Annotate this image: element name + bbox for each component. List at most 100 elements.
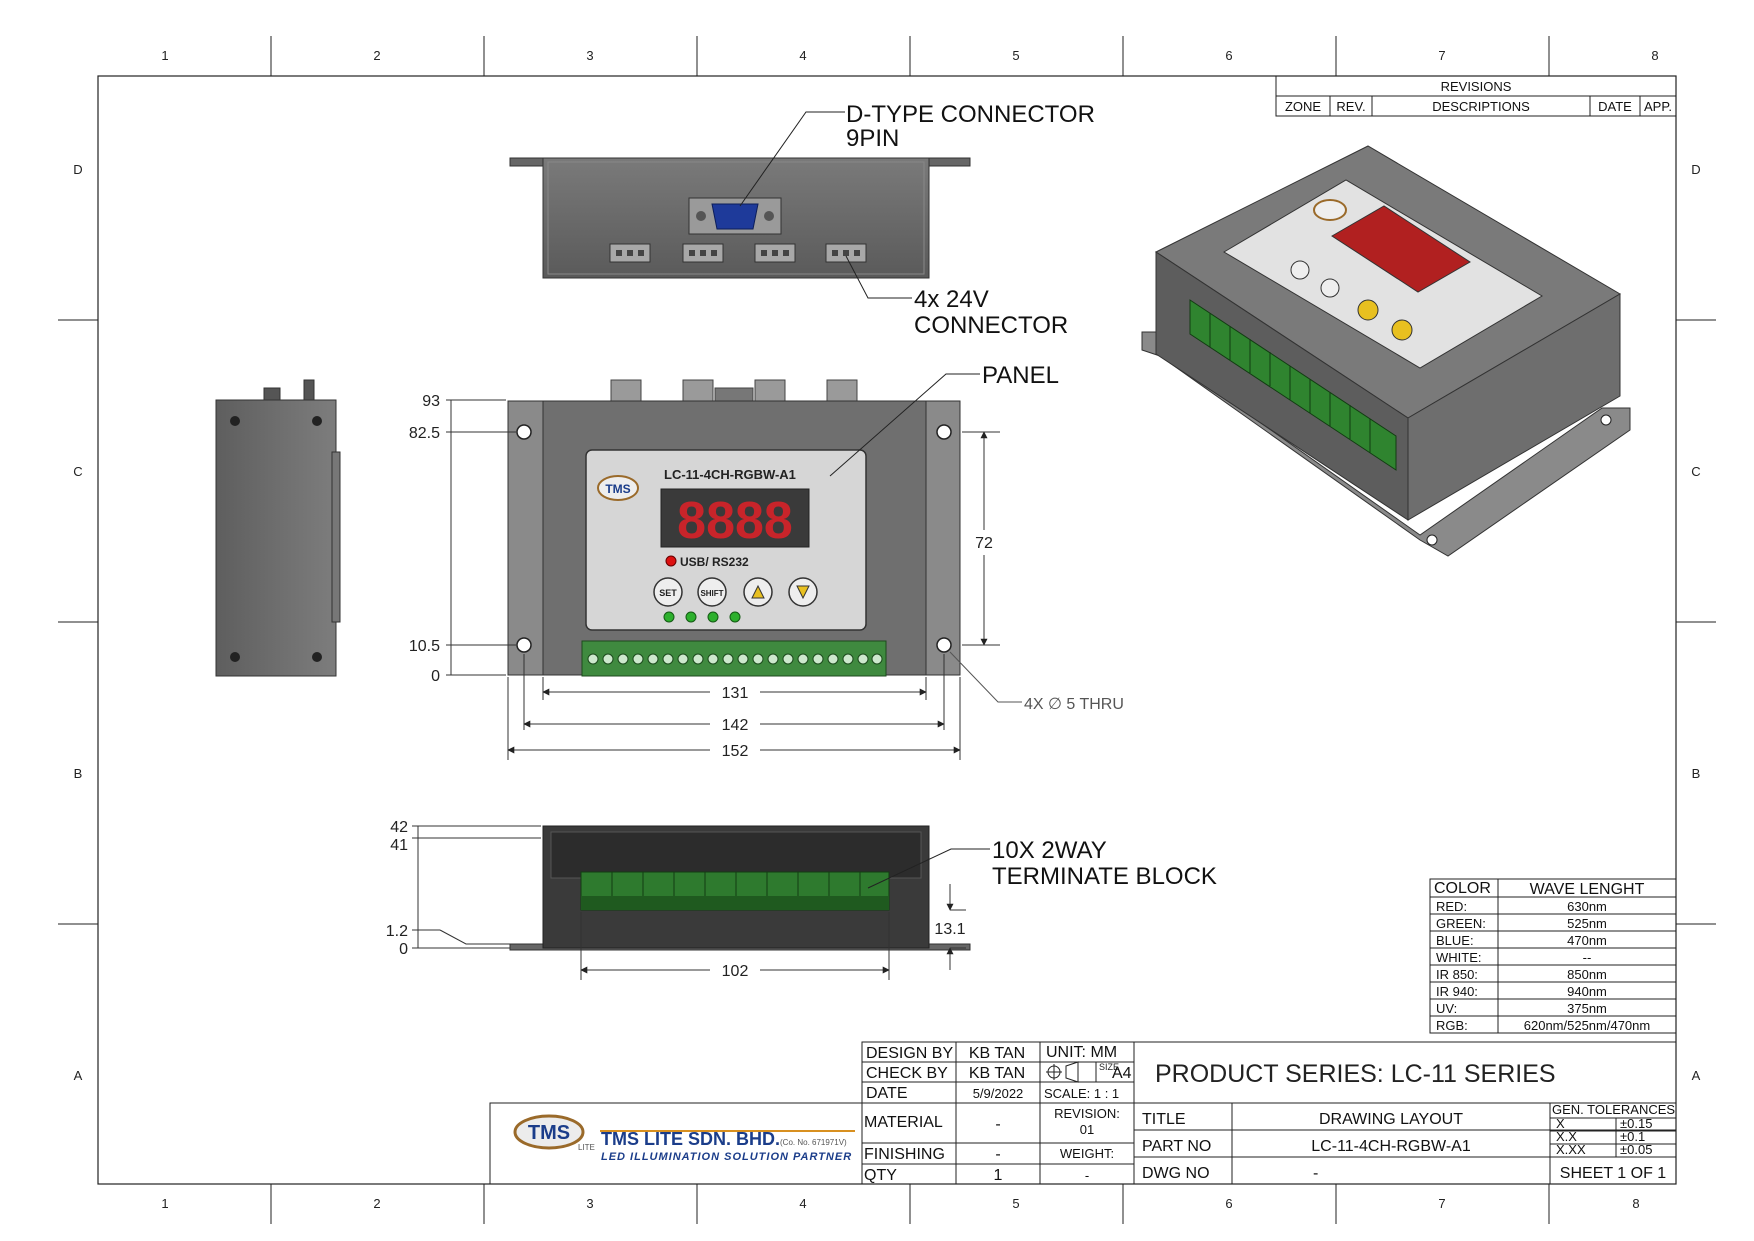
wave-row-color: WHITE:: [1436, 950, 1482, 965]
terminal-view-dimensions: [412, 825, 966, 980]
dim-42: 42: [390, 819, 408, 836]
part-no-label: PART NO: [1142, 1138, 1211, 1155]
tms-logo-text: TMS: [605, 482, 630, 496]
zone-row-label: C: [73, 464, 82, 479]
zone-col-label: 8: [1651, 48, 1658, 63]
weight-value: -: [1085, 1168, 1089, 1183]
zone-row-label: A: [74, 1068, 83, 1083]
revisions-header: REV.: [1336, 99, 1365, 114]
zone-col-label: 4: [799, 1196, 806, 1211]
company-logo: TMS LITE: [513, 1114, 855, 1152]
projection-symbol-icon: [1046, 1061, 1079, 1083]
sheet-number: SHEET 1 OF 1: [1560, 1165, 1667, 1182]
front-view-dimensions: [446, 399, 1000, 760]
panel-callout: PANEL: [982, 362, 1059, 389]
zone-labels-top: 1 2 3 4 5 6 7 8: [161, 48, 1658, 63]
zone-col-label: 1: [161, 1196, 168, 1211]
wave-row-value: 375nm: [1567, 1001, 1607, 1016]
wave-row-value: 620nm/525nm/470nm: [1524, 1018, 1650, 1033]
dim-13-1: 13.1: [934, 921, 965, 938]
channel-leds: [663, 611, 741, 623]
material-value: -: [995, 1116, 1000, 1133]
wave-header-color: COLOR: [1434, 880, 1491, 897]
dim-1-2: 1.2: [386, 923, 408, 940]
company-logo-text: TMS: [528, 1122, 570, 1144]
holes-callout: 4X ∅ 5 THRU: [1024, 696, 1124, 713]
unit-value: UNIT: MM: [1046, 1044, 1117, 1061]
zone-row-label: C: [1691, 464, 1700, 479]
zone-labels-right: D C B A: [1691, 162, 1700, 1083]
dwg-no-label: DWG NO: [1142, 1165, 1210, 1182]
top-view: [509, 111, 971, 299]
wave-row-color: IR 940:: [1436, 984, 1478, 999]
zone-col-label: 8: [1632, 1196, 1639, 1211]
check-by-value: KB TAN: [969, 1065, 1025, 1082]
dim-41: 41: [390, 837, 408, 854]
zone-col-label: 7: [1438, 48, 1445, 63]
dim-131: 131: [722, 685, 749, 702]
wave-row-value: 850nm: [1567, 967, 1607, 982]
qty-label: QTY: [864, 1167, 897, 1184]
size-value: A4: [1112, 1065, 1132, 1082]
connector-callout-2: CONNECTOR: [914, 312, 1068, 339]
wave-row-value: 940nm: [1567, 984, 1607, 999]
wave-row-color: UV:: [1436, 1001, 1457, 1016]
wave-row-color: RGB:: [1436, 1018, 1468, 1033]
material-label: MATERIAL: [864, 1114, 943, 1131]
wave-row-color: RED:: [1436, 899, 1467, 914]
wave-row-value: 470nm: [1567, 933, 1607, 948]
dsub-connector: [688, 197, 782, 235]
qty-value: 1: [994, 1167, 1003, 1184]
design-by-value: KB TAN: [969, 1045, 1025, 1062]
revision-value: 01: [1080, 1122, 1094, 1137]
company-reg: (Co. No. 671971V): [780, 1138, 847, 1147]
product-series: PRODUCT SERIES: LC-11 SERIES: [1155, 1060, 1556, 1088]
terminal-callout-2: TERMINATE BLOCK: [992, 863, 1217, 890]
zone-col-label: 6: [1225, 48, 1232, 63]
revisions-table: REVISIONS ZONE REV. DESCRIPTIONS DATE AP…: [1275, 75, 1677, 117]
dim-10-5: 10.5: [409, 638, 440, 655]
scale-value: SCALE: 1 : 1: [1044, 1086, 1119, 1101]
zone-labels-bottom: 1 2 3 4 5 6 7 8: [161, 1196, 1639, 1211]
dim-0: 0: [431, 668, 440, 685]
shift-button-label: SHIFT: [700, 589, 723, 598]
shift-button: [697, 577, 727, 607]
zone-col-label: 2: [373, 48, 380, 63]
tolerances-title: GEN. TOLERANCES: [1552, 1102, 1675, 1117]
wave-row-value: 525nm: [1567, 916, 1607, 931]
finishing-value: -: [995, 1146, 1000, 1163]
isometric-view: [1141, 145, 1631, 557]
revisions-title: REVISIONS: [1441, 79, 1512, 94]
panel-model-label: LC-11-4CH-RGBW-A1: [664, 467, 796, 482]
front-view: 8888 LC-11-4CH-RGBW-A1 TMS USB/ RS232 SE…: [507, 373, 1022, 703]
size-label: SIZE: [1099, 1062, 1119, 1072]
company-logo-sub: LITE: [578, 1143, 595, 1152]
zone-col-label: 3: [586, 48, 593, 63]
zone-col-label: 6: [1225, 1196, 1232, 1211]
side-view-left: [215, 379, 341, 677]
zone-col-label: 4: [799, 48, 806, 63]
tolerance-x: X: [1556, 1116, 1565, 1131]
dim-82-5: 82.5: [409, 425, 440, 442]
revisions-header: DESCRIPTIONS: [1432, 99, 1530, 114]
zone-row-label: B: [74, 766, 83, 781]
zone-col-label: 3: [586, 1196, 593, 1211]
wave-row-color: BLUE:: [1436, 933, 1474, 948]
check-by-label: CHECK BY: [866, 1065, 948, 1082]
revisions-header: APP.: [1644, 99, 1672, 114]
wave-row-color: IR 850:: [1436, 967, 1478, 982]
date-label: DATE: [866, 1085, 907, 1102]
zone-row-label: D: [1691, 162, 1700, 177]
weight-label: WEIGHT:: [1060, 1146, 1114, 1161]
wave-header-length: WAVE LENGHT: [1530, 881, 1645, 898]
tolerance-xxx-value: ±0.05: [1620, 1142, 1652, 1157]
title-value: DRAWING LAYOUT: [1319, 1111, 1463, 1128]
usb-label: USB/ RS232: [680, 555, 749, 569]
zone-row-label: B: [1692, 766, 1701, 781]
terminal-view: [509, 825, 990, 951]
set-button: [653, 577, 683, 607]
dim-93: 93: [422, 393, 440, 410]
revision-label: REVISION:: [1054, 1106, 1120, 1121]
dim-72: 72: [975, 535, 993, 552]
